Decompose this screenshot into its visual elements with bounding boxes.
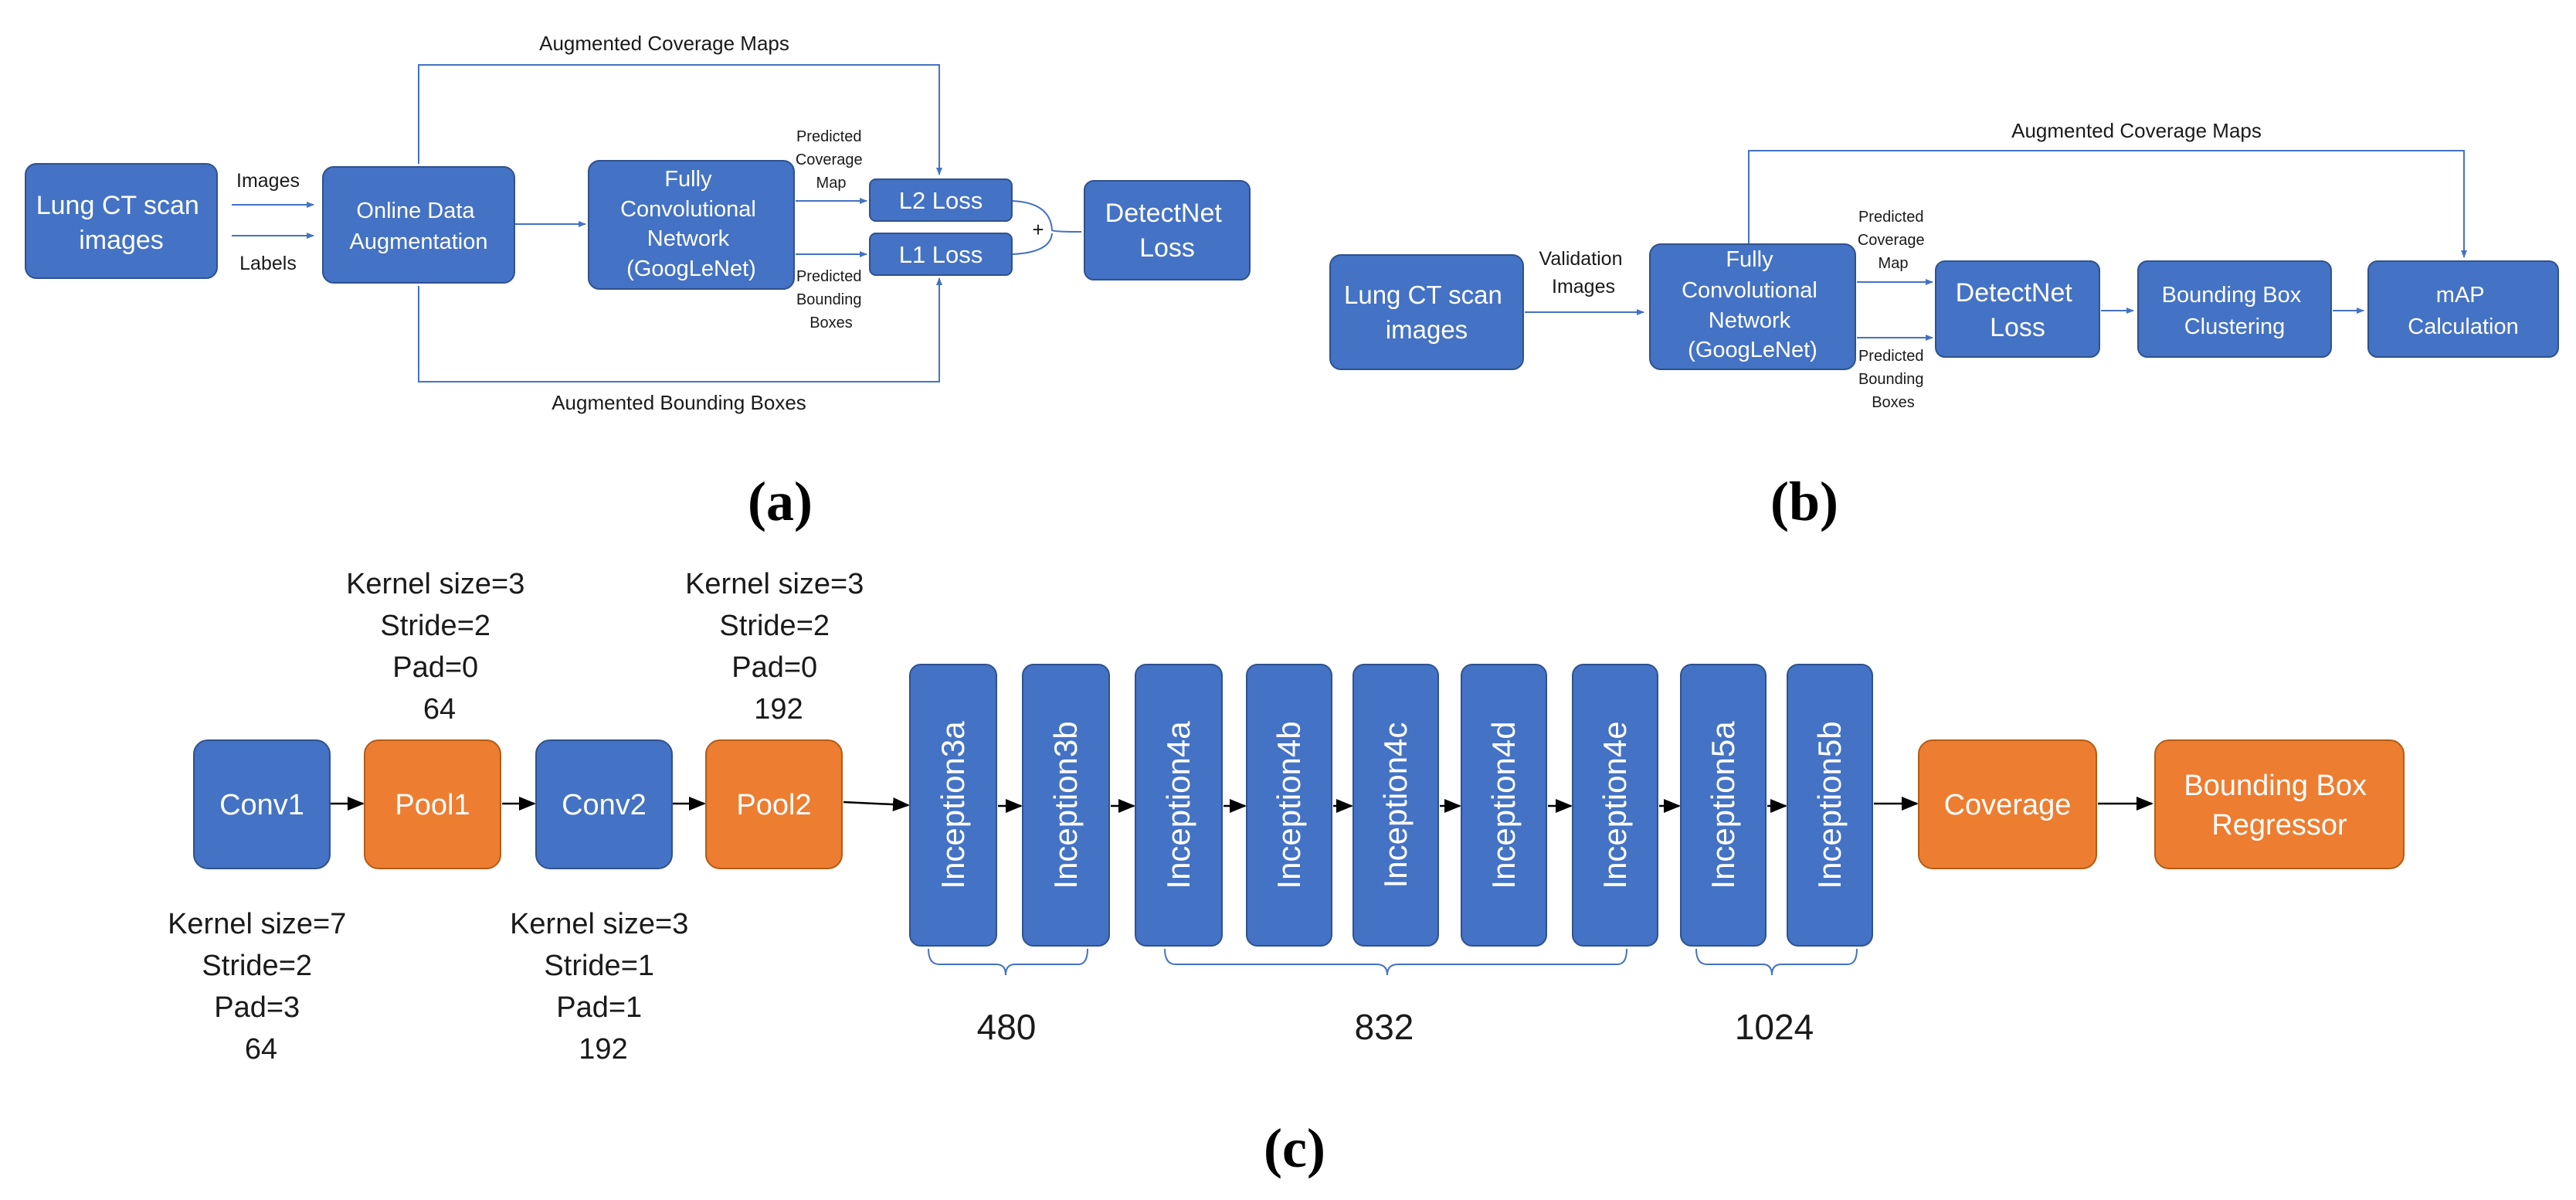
pool1-box: [364, 739, 501, 869]
inception4c-text: Inception4c: [1377, 722, 1414, 889]
conv2-text: Conv2: [562, 789, 647, 821]
inception4a-text: Inception4a: [1160, 721, 1196, 889]
inception5b-text: Inception5b: [1811, 721, 1848, 889]
fcn-box-a: [588, 160, 795, 290]
inception3a-box: [909, 664, 997, 947]
online-augmentation-text: Online Data Augmentation: [350, 199, 488, 254]
group-1024-label: 1024: [1735, 1007, 1814, 1047]
brace-480: [928, 948, 1088, 976]
coverage-box: [1918, 739, 2097, 869]
labels-label: Labels: [239, 253, 297, 274]
map-calculation-text: mAP Calculation: [2408, 283, 2518, 339]
conv2-params: Kernel size=3 Stride=1 Pad=1 192: [510, 908, 697, 1066]
panel-b: Lung CT scan images Fully Convolutional …: [1329, 119, 2559, 532]
loss-merge-lower: [1011, 233, 1053, 255]
inception5b-box: [1787, 664, 1873, 947]
predicted-boxes-label-a: Predicted Bounding Boxes: [796, 268, 866, 331]
conv2-box: [535, 739, 673, 869]
inception4d-text: Inception4d: [1485, 721, 1522, 889]
fcn-box-b: [1649, 243, 1856, 370]
lung-ct-input-box-b: [1329, 254, 1524, 370]
inception4d-box: [1461, 664, 1547, 947]
map-calculation-box: [2367, 260, 2559, 358]
panel-c-arrows: [331, 797, 2153, 813]
inception4a-box: [1135, 664, 1223, 947]
inception3b-text: Inception3b: [1047, 721, 1084, 889]
images-label: Images: [236, 170, 300, 192]
group-832-label: 832: [1355, 1007, 1414, 1047]
pool2-to-inception3a-arrow: [843, 797, 910, 812]
pool2-text: Pool2: [736, 789, 811, 821]
bbox-regressor-box: [2154, 739, 2405, 869]
pool1-params: Kernel size=3 Stride=2 Pad=0 64: [346, 568, 533, 726]
inception-group-braces: [928, 948, 1858, 976]
inception4e-box: [1572, 664, 1658, 947]
inception5a-box: [1680, 664, 1767, 947]
detectnet-loss-text-b: DetectNet Loss: [1956, 278, 2080, 342]
panel-c: Conv1 Pool1 Conv2 Pool2 Inception3a Ince…: [168, 568, 2405, 1179]
panel-a: Lung CT scan images Online Data Augmenta…: [25, 32, 1251, 532]
loss-merge-upper: [1011, 200, 1082, 233]
inception4b-text: Inception4b: [1271, 721, 1307, 889]
l1-loss-box: [869, 233, 1013, 276]
bbox-clustering-box: [2137, 260, 2332, 358]
caption-b: (b): [1770, 471, 1838, 532]
l2-loss-box: [869, 178, 1013, 222]
augmented-boxes-label: Augmented Bounding Boxes: [552, 391, 806, 414]
group-480-label: 480: [977, 1007, 1037, 1047]
conv1-box: [193, 739, 331, 869]
augmented-coverage-connector-b: [1748, 150, 2467, 258]
inception4b-box: [1246, 664, 1332, 947]
inception4e-text: Inception4e: [1597, 721, 1633, 889]
coverage-text: Coverage: [1944, 789, 2072, 821]
predicted-boxes-label-b: Predicted Bounding Boxes: [1858, 348, 1928, 411]
augmented-coverage-connector: [418, 64, 942, 175]
l1-loss-text: L1 Loss: [899, 241, 983, 268]
panel-a-connectors: [232, 64, 1082, 382]
lung-ct-input-text-b: Lung CT scan images: [1344, 280, 1509, 344]
brace-832: [1164, 948, 1627, 976]
detectnet-loss-text-a: DetectNet Loss: [1105, 199, 1230, 263]
detectnet-loss-box-a: [1084, 180, 1251, 280]
augmented-boxes-connector: [418, 277, 942, 382]
lung-ct-input-text-a: Lung CT scan images: [36, 191, 207, 255]
fcn-text-b: Fully Convolutional Network (GoogLeNet): [1682, 247, 1824, 362]
detectnet-loss-box-b: [1935, 260, 2100, 358]
caption-a: (a): [748, 471, 813, 532]
bbox-clustering-text: Bounding Box Clustering: [2162, 283, 2308, 339]
l2-loss-text: L2 Loss: [899, 187, 983, 214]
plus-sign: +: [1032, 218, 1044, 241]
predicted-coverage-label-a: Predicted Coverage Map: [796, 128, 867, 192]
conv1-params: Kernel size=7 Stride=2 Pad=3 64: [168, 908, 355, 1066]
fcn-text-a: Fully Convolutional Network (GoogLeNet): [620, 167, 762, 281]
inception5a-text: Inception5a: [1705, 721, 1741, 889]
inception3a-text: Inception3a: [935, 721, 971, 889]
conv1-text: Conv1: [219, 789, 304, 821]
augmented-coverage-label-a: Augmented Coverage Maps: [539, 32, 789, 55]
validation-images-label: Validation Images: [1539, 248, 1628, 297]
caption-c: (c): [1264, 1117, 1325, 1179]
brace-1024: [1695, 948, 1858, 976]
lung-ct-input-box-a: [25, 163, 218, 279]
inception4c-box: [1352, 664, 1439, 947]
online-augmentation-box: [322, 166, 515, 284]
inception3b-box: [1022, 664, 1110, 947]
panel-b-connectors: [1525, 150, 2467, 341]
predicted-coverage-label-b: Predicted Coverage Map: [1858, 209, 1929, 272]
bbox-regressor-text: Bounding Box Regressor: [2184, 770, 2374, 841]
augmented-coverage-label-b: Augmented Coverage Maps: [2011, 119, 2262, 142]
pool2-params: Kernel size=3 Stride=2 Pad=0 192: [685, 568, 872, 726]
pool2-box: [705, 739, 843, 869]
pool1-text: Pool1: [395, 789, 470, 821]
